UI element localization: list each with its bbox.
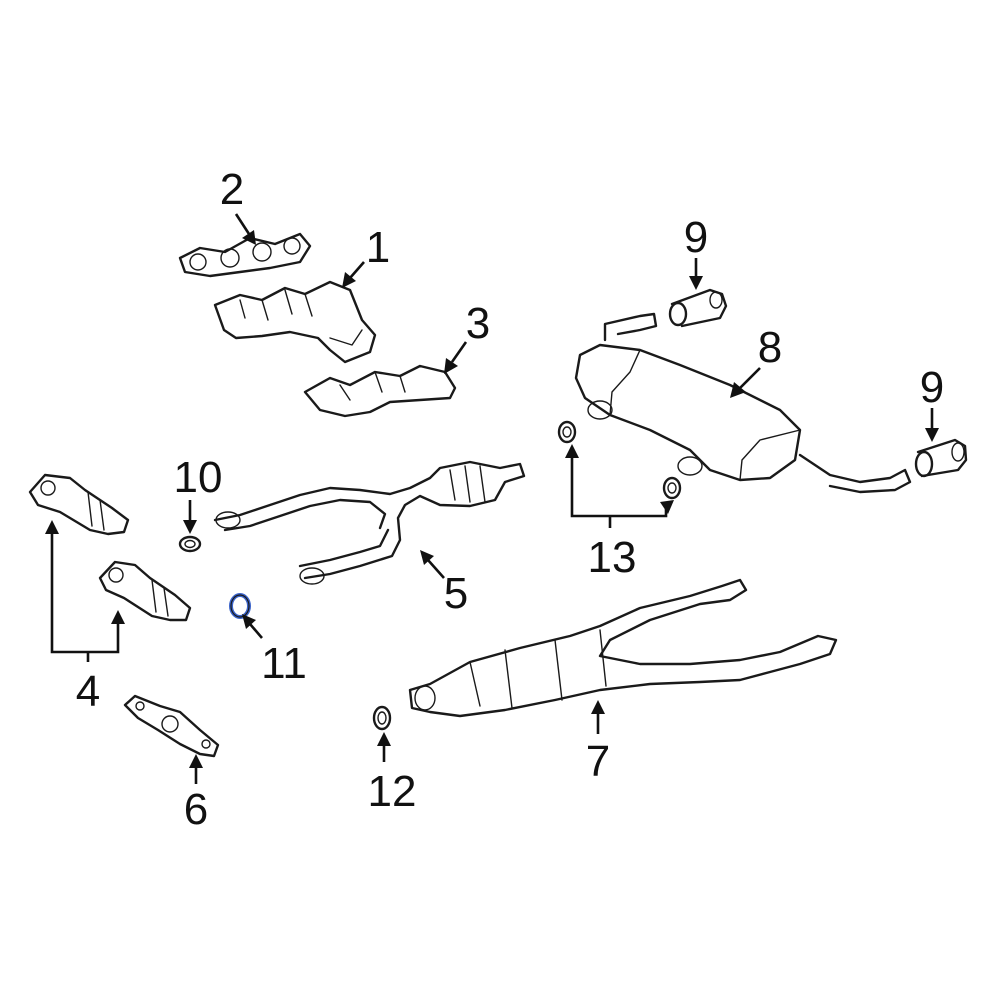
part-6-bracket[interactable] <box>123 694 220 758</box>
callout-6: 6 <box>184 785 208 834</box>
callout-5: 5 <box>444 569 468 618</box>
part-10-gasket[interactable] <box>178 535 202 553</box>
callout-11: 11 <box>261 639 307 688</box>
part-4-catalytic-converter-lower[interactable] <box>98 560 192 622</box>
callout-13: 13 <box>588 533 637 582</box>
leader-7 <box>591 700 605 734</box>
leader-2 <box>234 213 256 245</box>
part-2-manifold-gasket[interactable] <box>178 232 312 278</box>
part-8-muffler[interactable] <box>574 312 912 494</box>
part-1-exhaust-manifold[interactable] <box>213 280 377 364</box>
part-12-gasket[interactable] <box>372 705 392 731</box>
callout-9-lower: 9 <box>920 363 944 412</box>
part-9-exhaust-tip-lower[interactable] <box>914 438 968 478</box>
callout-1: 1 <box>366 223 390 272</box>
callout-9-upper: 9 <box>684 213 708 262</box>
part-4-catalytic-converter-upper[interactable] <box>28 473 130 536</box>
part-13-gasket-left[interactable] <box>557 420 577 444</box>
leader-10 <box>183 500 197 534</box>
part-7-center-pipe[interactable] <box>408 578 838 718</box>
leader-6 <box>189 754 203 784</box>
part-5-front-pipe[interactable] <box>213 460 526 585</box>
callout-8: 8 <box>758 323 782 372</box>
leader-5 <box>420 550 445 579</box>
leader-9-lower <box>925 408 939 442</box>
leader-3 <box>444 341 468 374</box>
leader-8 <box>730 367 761 398</box>
part-9-exhaust-tip-upper[interactable] <box>668 288 728 328</box>
callout-2: 2 <box>220 165 244 214</box>
leader-12 <box>377 732 391 762</box>
leader-11 <box>242 614 263 639</box>
leader-13 <box>565 444 674 528</box>
leader-4 <box>45 520 125 662</box>
callout-10: 10 <box>174 453 223 502</box>
part-11-gasket-highlighted[interactable] <box>229 593 251 619</box>
part-13-gasket-right[interactable] <box>662 476 682 500</box>
callout-4: 4 <box>76 667 100 716</box>
leader-1 <box>342 261 365 288</box>
callout-7: 7 <box>586 737 610 786</box>
part-3-heat-shield[interactable] <box>303 364 457 418</box>
callout-12: 12 <box>368 767 417 816</box>
leader-9-upper <box>689 258 703 290</box>
callout-3: 3 <box>466 299 490 348</box>
